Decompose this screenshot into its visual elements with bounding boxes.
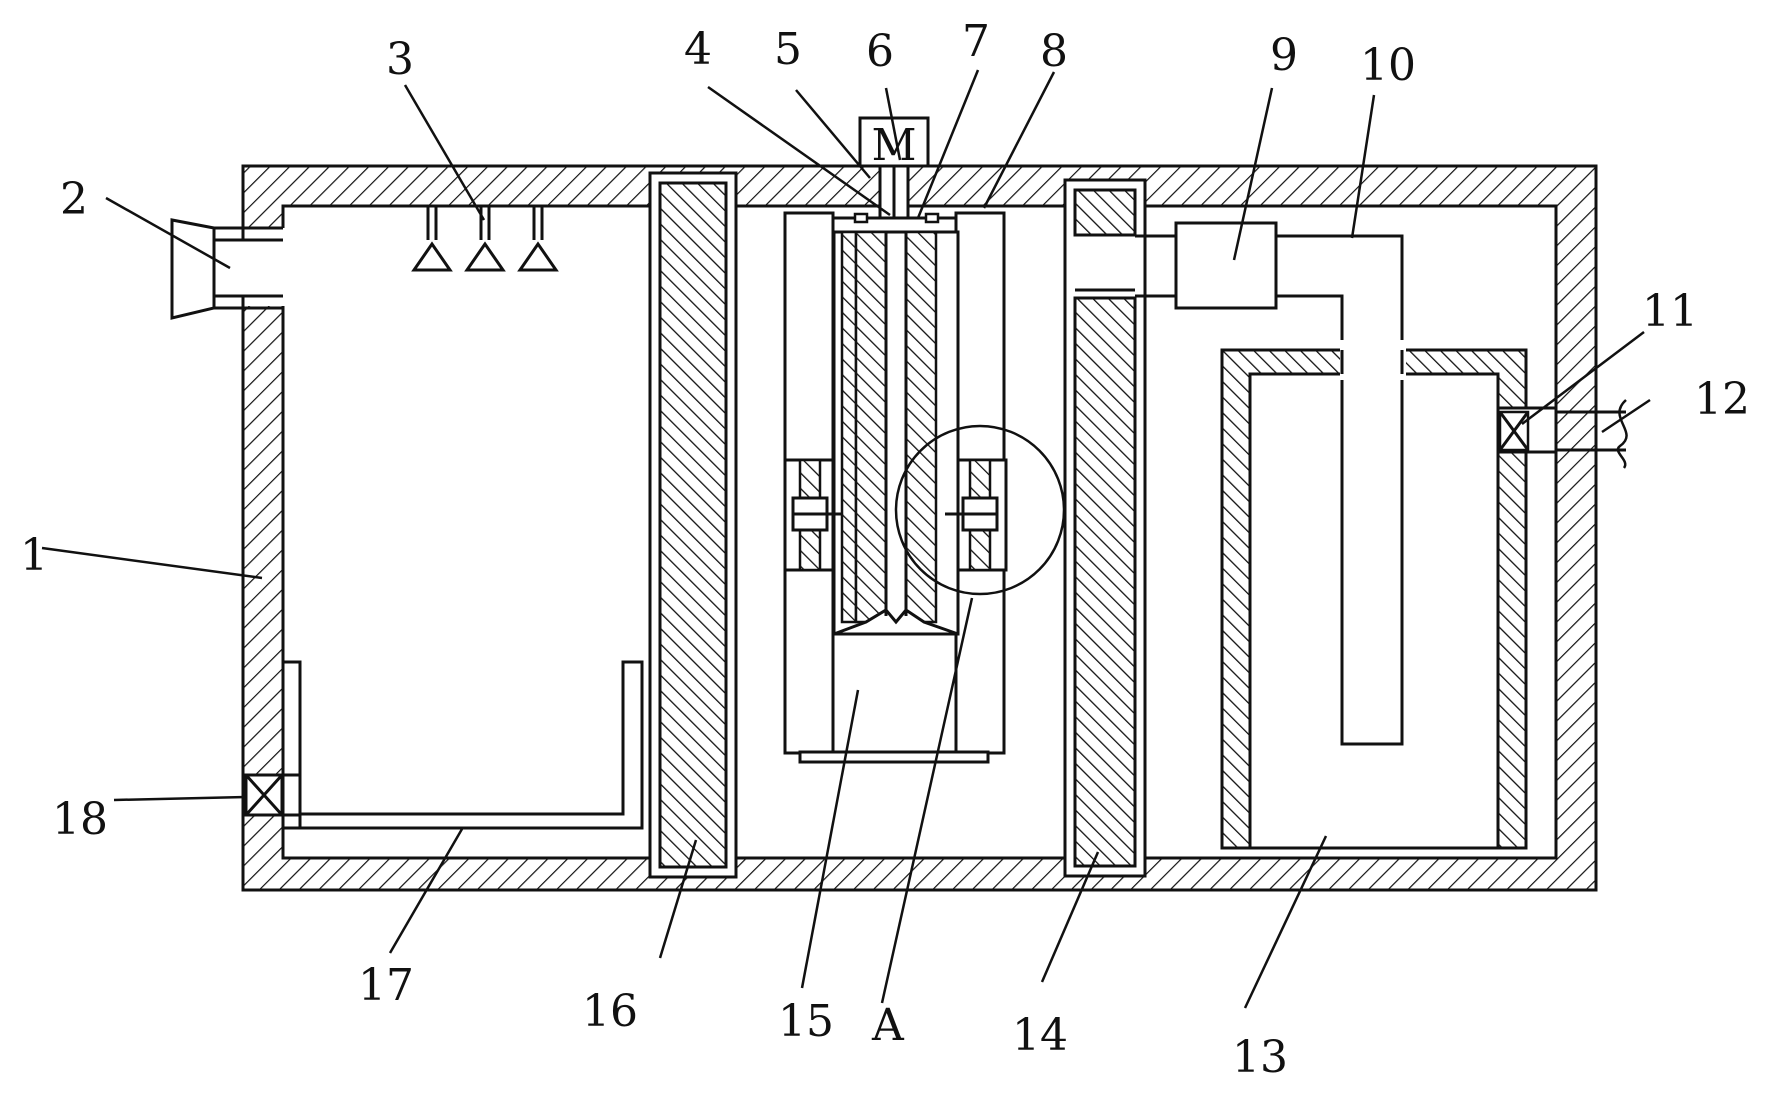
part-labels: 1 2 3 4 5 6 7 8 9 10 11 12 13 14 15 16 1…: [20, 16, 1750, 1083]
outlet-pipe: [1135, 234, 1404, 746]
label-17: 17: [358, 960, 414, 1011]
label-11: 11: [1642, 286, 1698, 337]
label-9: 9: [1270, 30, 1298, 81]
pump: [1174, 221, 1278, 310]
leader-lines: [41, 69, 1651, 1009]
label-12: 12: [1694, 374, 1750, 425]
discharge-pipe: [1556, 399, 1628, 469]
label-A: A: [871, 1000, 905, 1051]
label-16: 16: [582, 986, 638, 1037]
inlet-pipe: [170, 218, 286, 320]
nozzle-2: [464, 206, 506, 272]
nozzle-1: [411, 206, 453, 272]
label-7: 7: [962, 16, 990, 67]
collection-tray: [283, 660, 644, 830]
label-15: 15: [778, 996, 834, 1047]
motor-shaft: [878, 164, 910, 226]
water-tank: [1220, 340, 1528, 850]
top-bracket: [830, 212, 958, 234]
inlet-funnel: [170, 218, 216, 320]
label-3: 3: [386, 34, 414, 85]
label-18: 18: [52, 794, 108, 845]
filter-plate-left: [648, 171, 738, 879]
label-6: 6: [866, 26, 894, 77]
spring-clamp-left: [783, 458, 842, 572]
spray-nozzles: [411, 206, 559, 272]
rotating-drum: [832, 230, 960, 636]
label-4: 4: [684, 24, 712, 75]
label-8: 8: [1040, 26, 1068, 77]
label-10: 10: [1360, 40, 1416, 91]
label-5: 5: [774, 24, 802, 75]
nozzle-3: [517, 206, 559, 272]
drain-valve: [244, 773, 300, 817]
label-14: 14: [1012, 1010, 1068, 1061]
spring-clamp-right: [945, 458, 1008, 572]
label-1: 1: [20, 530, 48, 581]
label-2: 2: [60, 174, 88, 225]
label-13: 13: [1232, 1032, 1288, 1083]
filter-plate-right: [1063, 178, 1147, 878]
outlet-valve: [1496, 406, 1558, 454]
detail-circle-A: [894, 424, 1066, 596]
